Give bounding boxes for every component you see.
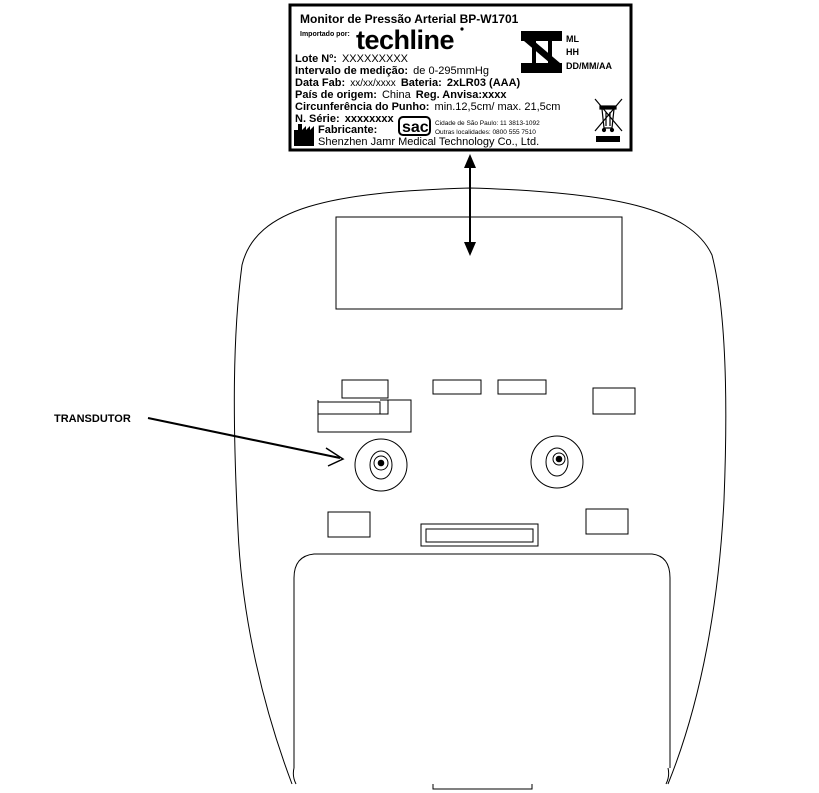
sac-badge-text: sac [402, 119, 429, 136]
pad-top-right [592, 387, 636, 415]
techline-logo-dot [460, 27, 464, 31]
transducer-left [354, 438, 408, 492]
date-code-hh: HH [566, 47, 579, 57]
date-code-ml: ML [566, 34, 579, 44]
label-origin: País de origem: China Reg. Anvisa:xxxx [295, 89, 507, 101]
label-imported-by: Importado por: [300, 31, 350, 38]
label-manufacturer-name: Shenzhen Jamr Medical Technology Co., Lt… [318, 136, 539, 148]
transducer-callout: TRANSDUTOR [54, 413, 345, 467]
sac-other-locations: Outras localidades: 0800 555 7510 [435, 129, 536, 136]
pad-bottom-left [327, 511, 371, 538]
display-window [335, 216, 623, 310]
sac-sao-paulo: Cidade de São Paulo: 11 3813-1092 [435, 120, 540, 127]
transducer-label: TRANSDUTOR [54, 413, 131, 425]
product-label: Monitor de Pressão Arterial BP-W1701 Imp… [288, 3, 633, 152]
transducer-right [530, 435, 584, 489]
techline-logo: techline [356, 25, 455, 55]
device-outline [233, 187, 727, 785]
slot-top-1 [432, 379, 482, 395]
label-manufacturer: Fabricante: [318, 124, 377, 136]
bottom-notch [292, 767, 670, 790]
factory-icon [294, 124, 314, 146]
pad-bottom-right [585, 508, 629, 535]
crossed-bin-icon [594, 98, 623, 142]
date-code-ddmmaa: DD/MM/AA [566, 61, 612, 71]
bottom-connector [420, 523, 539, 547]
inmetro-mark-icon [521, 31, 562, 73]
label-title: Monitor de Pressão Arterial BP-W1701 [300, 12, 519, 26]
double-arrow-icon [464, 154, 476, 256]
label-lot: Lote Nº: XXXXXXXXX [295, 53, 409, 65]
label-date-battery: Data Fab: xx/xx/xxxx Bateria: 2xLR03 (AA… [295, 77, 521, 89]
label-range: Intervalo de medição: de 0-295mmHg [295, 65, 489, 77]
label-serial: N. Série: xxxxxxxx [295, 113, 395, 125]
connector-latch [317, 379, 412, 433]
slot-top-2 [497, 379, 547, 395]
label-wrist: Circunferência do Punho: min.12,5cm/ max… [295, 101, 560, 113]
sac-badge: sac [398, 116, 431, 136]
device-body [233, 187, 727, 790]
battery-cover [293, 553, 671, 768]
